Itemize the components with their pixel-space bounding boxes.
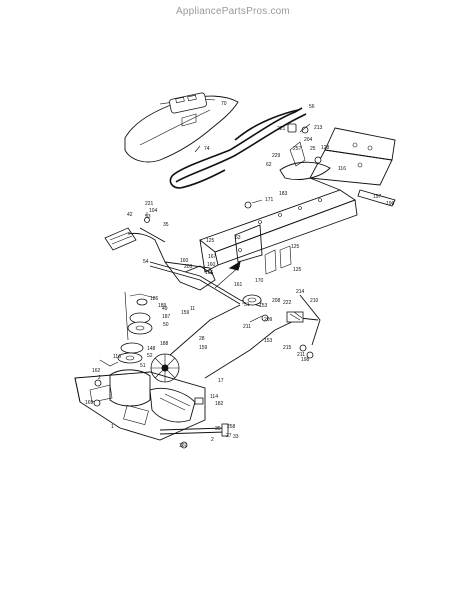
part-label: 198 [301,357,310,363]
part-label: 221 [145,201,154,207]
part-label: 197 [373,194,382,200]
part-label: 167 [208,254,217,260]
part-label: 51 [244,302,250,308]
part-label: 162 [92,368,101,374]
part-label: 166 [205,270,214,276]
belt-guides [194,123,322,209]
cooling-fan [150,353,180,383]
part-label: 222 [283,300,292,306]
hood-fender [124,92,239,163]
part-label: 209 [264,317,273,323]
part-label: 63 [235,235,241,241]
part-label: 214 [296,289,305,295]
part-label: 1 [111,424,114,430]
part-label: 62 [266,162,272,168]
part-label: 208 [272,298,281,304]
part-label: 160 [207,262,216,268]
part-label: 49 [162,306,168,312]
part-label: 35 [163,222,169,228]
drive-belt [169,107,307,189]
part-label: 33 [233,434,239,440]
frame [199,127,396,275]
part-label: 125 [206,238,215,244]
part-label: 25 [310,146,316,152]
watermark: AppliancePartsPros.com [176,6,290,17]
part-label: 70 [221,101,227,107]
part-label: 229 [272,153,281,159]
part-label: 161 [234,282,243,288]
part-label: 116 [338,166,346,172]
part-label: 215 [283,345,292,351]
part-label: 51 [140,363,146,369]
part-label: 148 [147,346,156,352]
part-label: 160 [180,258,189,264]
part-label: 171 [265,197,274,203]
part-label: 153 [259,303,268,309]
part-label: 186 [150,296,159,302]
part-label: 213 [314,125,323,131]
part-label: 211 [297,352,305,358]
pedal-assembly [104,212,261,307]
part-label: 196 [386,201,395,207]
part-label: 153 [264,338,273,344]
part-label: 35 [215,426,221,432]
linkage-rods [169,294,321,379]
part-label: 114 [210,394,218,400]
part-label: 2 [211,437,214,443]
part-label: 104 [149,208,158,214]
transaxle [74,359,229,449]
part-label: 169 [179,443,188,449]
part-label: 211 [243,324,251,330]
pulley-stack [117,291,156,364]
part-label: 159 [181,310,190,316]
part-label: 210 [310,298,319,304]
idler-pulley [242,294,262,306]
part-label: 54 [143,259,149,265]
part-label: 56 [309,104,315,110]
part-label: 27 [226,433,232,439]
part-label: 221 [277,126,286,132]
part-label: 74 [204,146,210,152]
part-label: 50 [163,322,169,328]
part-label: 42 [127,212,133,218]
part-label: 116 [113,354,121,360]
part-label: 125 [293,267,302,273]
part-label: 159 [199,345,208,351]
part-label: 128 [321,145,330,151]
part-label: 189 [158,303,167,309]
part-label: 257 [293,146,302,152]
part-label: 52 [147,353,153,359]
part-label: 203 [184,264,193,270]
part-label: 53 [145,214,151,220]
part-label: 28 [199,336,205,342]
part-label: 170 [255,278,264,284]
part-label: 188 [160,341,169,347]
part-label: 258 [227,424,236,430]
part-label: 183 [279,191,288,197]
part-label: 11 [190,306,195,312]
part-label: 17 [218,378,224,384]
part-label: 204 [304,137,313,143]
part-label: 2 [98,375,101,381]
part-label: 125 [291,244,300,250]
part-label: 182 [215,401,224,407]
part-label: 187 [162,314,171,320]
part-label: 169 [85,400,94,406]
